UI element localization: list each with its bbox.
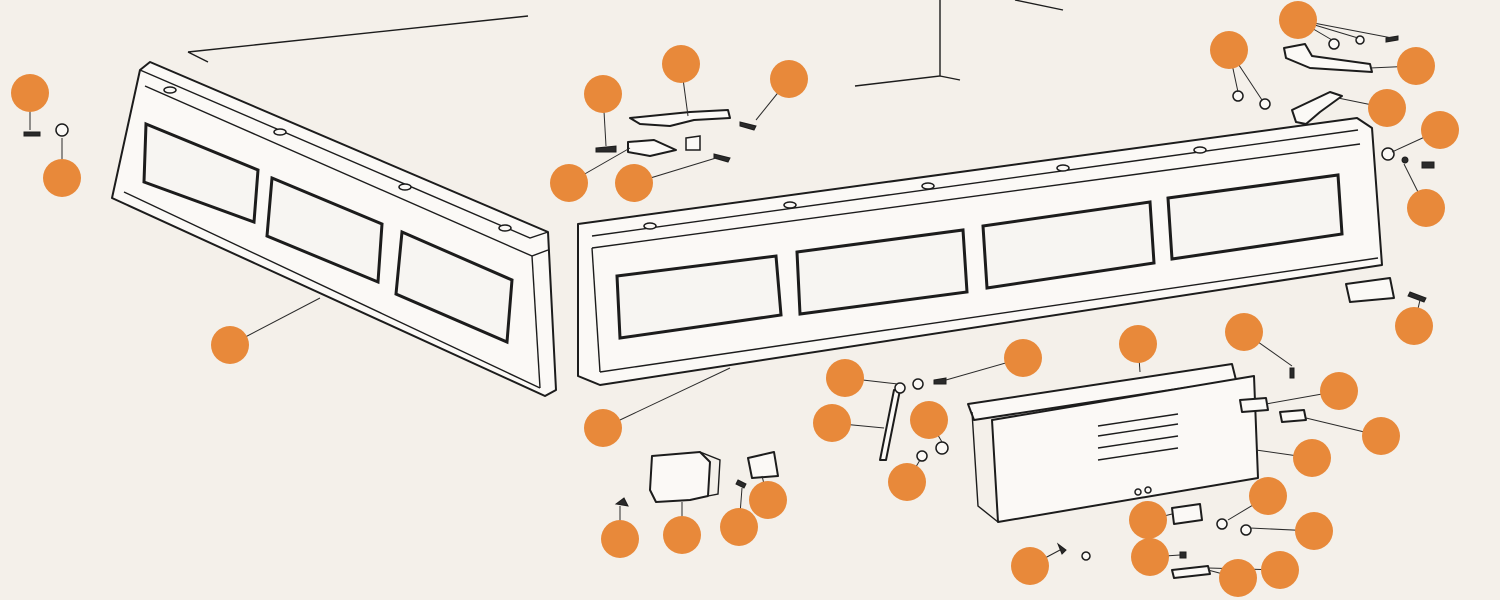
callout-marker <box>888 463 926 501</box>
callout-marker <box>1368 89 1406 127</box>
gas-strut <box>879 377 949 462</box>
callout-marker <box>43 159 81 197</box>
callout-marker <box>910 401 948 439</box>
callout-marker <box>720 508 758 546</box>
main-tail-panel <box>577 117 1383 386</box>
callout-marker <box>1131 538 1169 576</box>
callout-marker <box>1119 325 1157 363</box>
callout-marker <box>663 516 701 554</box>
callout-marker <box>584 75 622 113</box>
callout-marker <box>1249 477 1287 515</box>
callout-marker <box>770 60 808 98</box>
callout-marker <box>601 520 639 558</box>
callout-marker <box>826 359 864 397</box>
callout-marker <box>1225 313 1263 351</box>
callout-marker <box>1295 512 1333 550</box>
hatch-door <box>967 363 1307 579</box>
callout-marker <box>1395 307 1433 345</box>
callout-marker <box>1397 47 1435 85</box>
callout-marker <box>813 404 851 442</box>
callout-marker <box>550 164 588 202</box>
hinge-assembly-top-right <box>1232 35 1435 169</box>
fasteners-far-left <box>23 123 69 137</box>
callout-marker <box>584 409 622 447</box>
background-outline <box>187 0 1064 87</box>
latch-assembly <box>595 109 757 163</box>
callout-marker <box>1219 559 1257 597</box>
callout-marker <box>1129 501 1167 539</box>
callout-marker <box>1421 111 1459 149</box>
callout-markers <box>11 1 1459 597</box>
callout-marker <box>662 45 700 83</box>
callout-marker <box>1011 547 1049 585</box>
left-side-panel <box>111 61 557 397</box>
callout-marker <box>615 164 653 202</box>
callout-marker <box>11 74 49 112</box>
callout-marker <box>1279 1 1317 39</box>
flap-cover <box>614 451 779 507</box>
callout-marker <box>1004 339 1042 377</box>
callout-marker <box>1407 189 1445 227</box>
callout-marker <box>1362 417 1400 455</box>
hinge-bracket-bottom-right <box>1345 277 1427 303</box>
callout-marker <box>1293 439 1331 477</box>
callout-marker <box>1320 372 1358 410</box>
callout-marker <box>211 326 249 364</box>
callout-marker <box>1261 551 1299 589</box>
callout-marker <box>1210 31 1248 69</box>
callout-marker <box>749 481 787 519</box>
